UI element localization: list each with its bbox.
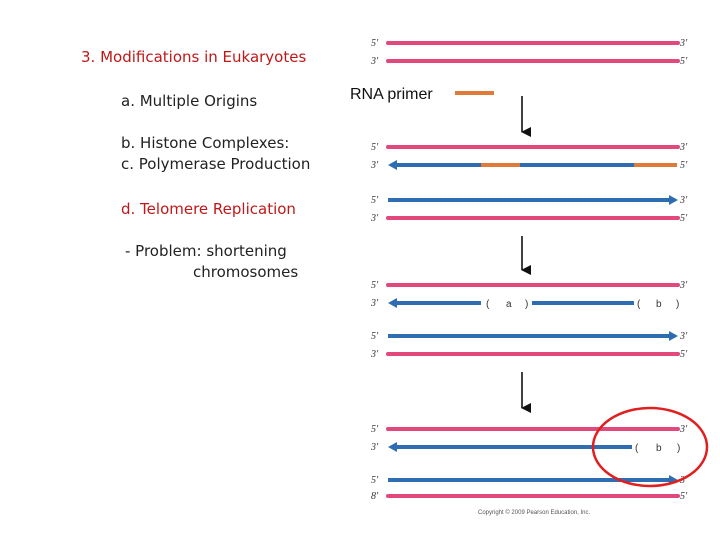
end-5-label: 5′ bbox=[680, 213, 688, 224]
stage-3-primers-removed: 5′ 3′ 3′ ( a ) ( b ) 5′ 3′ 3′ 5′ bbox=[370, 280, 688, 360]
end-5-label: 5′ bbox=[371, 475, 379, 486]
gap-a-label: a bbox=[506, 299, 512, 310]
stage-1-parental-duplex: 5′ 3′ 3′ 5′ bbox=[370, 38, 688, 67]
end-3-label: 3′ bbox=[370, 349, 379, 360]
arrowhead bbox=[388, 160, 397, 170]
end-5-label: 5′ bbox=[371, 38, 379, 49]
copyright-text: Copyright © 2009 Pearson Education, Inc. bbox=[478, 509, 590, 516]
arrowhead bbox=[388, 442, 397, 452]
end-3-label: 3′ bbox=[370, 442, 379, 453]
gap-paren-open: ( bbox=[635, 443, 639, 454]
arrowhead bbox=[669, 331, 678, 341]
end-3-label: 3′ bbox=[679, 331, 688, 342]
end-3-label: 3′ bbox=[679, 142, 688, 153]
end-3-label: 3′ bbox=[370, 160, 379, 171]
end-3-label: 3′ bbox=[679, 424, 688, 435]
end-3-label: 3′ bbox=[370, 56, 379, 67]
rna-primer-legend: RNA primer bbox=[350, 86, 494, 103]
gap-b-label: b bbox=[656, 299, 662, 310]
end-3-label: 3′ bbox=[370, 213, 379, 224]
gap-b-label: b bbox=[656, 443, 662, 454]
end-5-label: 5′ bbox=[371, 280, 379, 291]
end-5-label: 5′ bbox=[680, 56, 688, 67]
end-5-label: 5′ bbox=[680, 349, 688, 360]
gap-paren-close: ) bbox=[677, 443, 680, 454]
end-5-label: 5′ bbox=[371, 195, 379, 206]
end-5-label: 5′ bbox=[371, 424, 379, 435]
bottom-end-label: 8′ bbox=[371, 491, 379, 502]
gap-paren-open: ( bbox=[486, 299, 490, 310]
end-5-label: 5′ bbox=[371, 142, 379, 153]
end-5-label: 5′ bbox=[680, 491, 688, 502]
end-5-label: 5′ bbox=[680, 160, 688, 171]
gap-paren-open: ( bbox=[637, 299, 641, 310]
arrowhead bbox=[669, 195, 678, 205]
end-5-label: 5′ bbox=[371, 331, 379, 342]
end-3-label: 3′ bbox=[370, 298, 379, 309]
end-3-label: 3′ bbox=[679, 280, 688, 291]
gap-paren-close: ) bbox=[676, 299, 679, 310]
rna-primer-label: RNA primer bbox=[350, 86, 433, 103]
end-3-label: 3′ bbox=[679, 38, 688, 49]
stage-2-replication-with-primers: 5′ 3′ 3′ 5′ 5′ 3′ 3′ 5′ bbox=[370, 142, 688, 224]
arrowhead bbox=[388, 298, 397, 308]
gap-paren-close: ) bbox=[525, 299, 528, 310]
stage-4-gaps-filled: 5′ 3′ 3′ ( b ) 5′ 3′ 8′ 5′ bbox=[370, 424, 688, 502]
end-3-label: 3′ bbox=[679, 195, 688, 206]
